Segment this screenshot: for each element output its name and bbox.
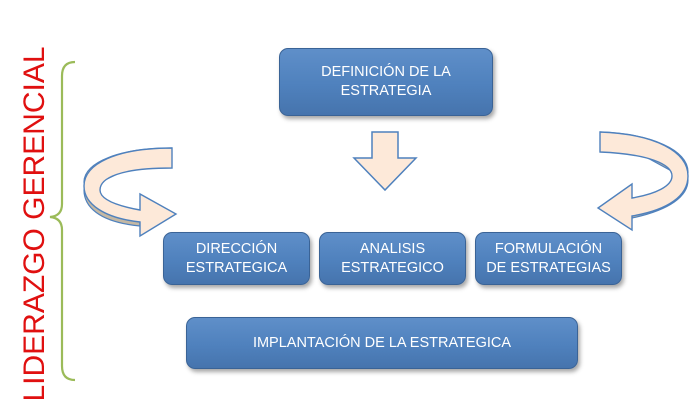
implantacion-estrategica-box: IMPLANTACIÓN DE LA ESTRATEGICA	[186, 317, 578, 369]
formulacion-estrategias-box: FORMULACIÓN DE ESTRATEGIAS	[475, 232, 622, 285]
right-curved-arrow-icon	[596, 131, 689, 232]
analisis-estrategico-box: ANALISIS ESTRATEGICO	[319, 232, 466, 285]
direccion-estrategica-box: DIRECCIÓN ESTRATEGICA	[163, 232, 310, 285]
left-curved-arrow-icon	[83, 147, 178, 238]
bracket-brace	[49, 60, 76, 382]
liderazgo-gerencial-label: LIDERAZGO GERENCIAL	[18, 46, 51, 402]
down-arrow-icon	[352, 131, 418, 192]
definicion-estrategia-box: DEFINICIÓN DE LA ESTRATEGIA	[279, 48, 493, 116]
